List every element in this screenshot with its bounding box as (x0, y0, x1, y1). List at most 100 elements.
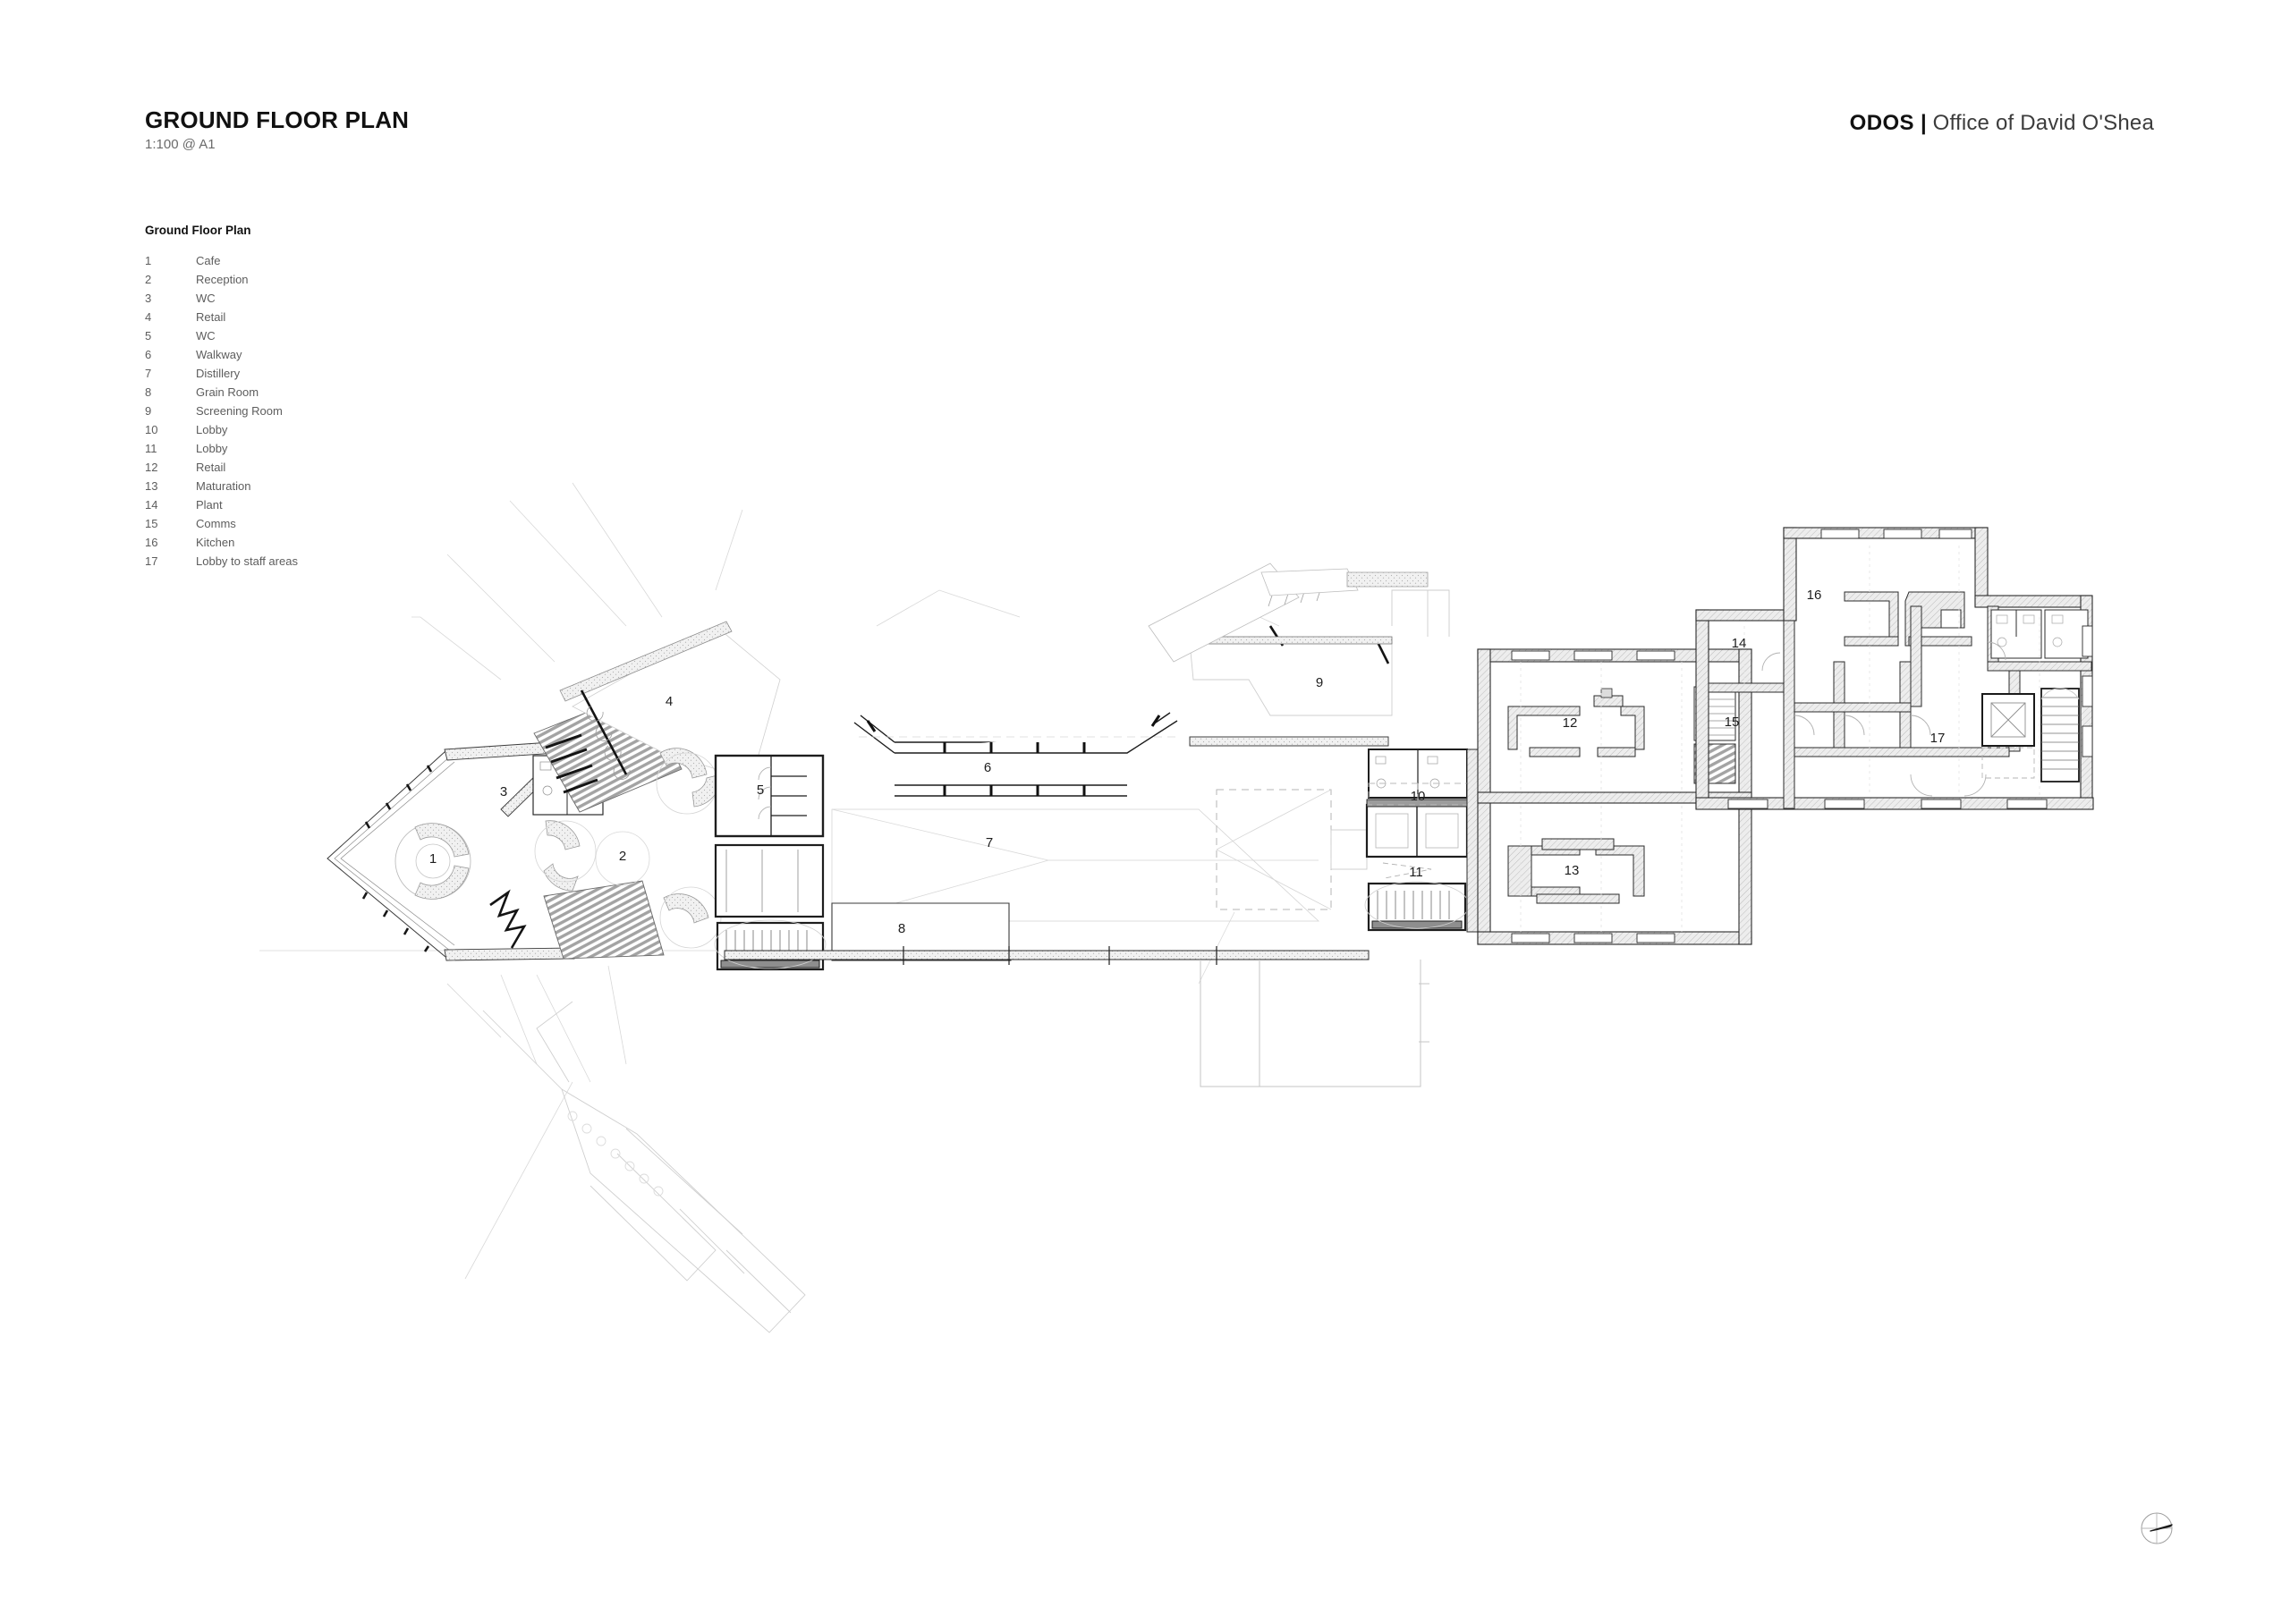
room-label: Distillery (196, 367, 241, 380)
room-marker: 12 (1563, 715, 1578, 731)
room-marker: 6 (984, 760, 991, 775)
room-label: Walkway (196, 348, 242, 361)
room-number: 17 (145, 554, 158, 568)
room-number: 6 (145, 348, 152, 361)
room-label: Plant (196, 498, 223, 512)
room-label: Comms (196, 517, 236, 530)
room-number: 10 (145, 423, 158, 436)
north-arrow-icon (2136, 1508, 2177, 1549)
door-swings-east (1761, 641, 2006, 797)
wc-block-west (532, 755, 604, 816)
room-label: Lobby (196, 442, 228, 455)
room-marker: 7 (986, 835, 993, 850)
room-label: Kitchen (196, 536, 235, 549)
lift-shaft-east (1981, 693, 2035, 779)
room-number: 15 (145, 517, 158, 530)
room-marker: 11 (1409, 865, 1423, 880)
room-number: 8 (145, 385, 152, 399)
room-label: Reception (196, 273, 249, 286)
room-label: Maturation (196, 479, 251, 493)
screening-access-stair (1148, 562, 1429, 663)
rooflight-void-dashed (1216, 789, 1332, 910)
room-schedule-heading: Ground Floor Plan (145, 224, 251, 237)
room-label: Retail (196, 461, 226, 474)
list-item: 7 Distillery (145, 364, 298, 383)
list-item: 6 Walkway (145, 345, 298, 364)
page-scale: 1:100 @ A1 (145, 136, 216, 152)
page-title: GROUND FLOOR PLAN (145, 106, 410, 133)
wc-door-swings (758, 766, 772, 820)
screening-window-band (1189, 736, 1389, 747)
room-marker: 5 (757, 782, 764, 798)
maturation-racks (1507, 838, 1645, 904)
list-item: 2 Reception (145, 270, 298, 289)
room-number: 7 (145, 367, 152, 380)
lift-cores (1365, 799, 1469, 859)
logo-wordmark: ODOS (1849, 111, 1914, 135)
reception-stone-arcs (534, 748, 722, 949)
screening-room (1148, 562, 1429, 747)
room-marker: 10 (1411, 789, 1426, 804)
room-number: 14 (145, 498, 158, 512)
studio-logo: ODOS | Office of David O'Shea (1850, 111, 2154, 136)
grain-room (831, 902, 1012, 961)
room-marker: 3 (500, 784, 507, 799)
room-label: WC (196, 292, 216, 305)
room-marker: 1 (429, 851, 437, 867)
room-marker: 13 (1565, 863, 1580, 878)
room-marker: 17 (1930, 731, 1946, 746)
lobby-core (1364, 749, 1480, 933)
retail-counter (1507, 695, 1645, 757)
cafe-glazed-facade (327, 750, 573, 958)
south-long-wall (724, 946, 1370, 965)
lobby-stair (1364, 862, 1470, 932)
cafe-bar-counter (394, 823, 471, 900)
room-label: Retail (196, 310, 226, 324)
walkway-balustrade-posts (866, 715, 1161, 796)
room-marker: 14 (1732, 636, 1747, 651)
room-number: 13 (145, 479, 158, 493)
cafe-facade-mullions (361, 765, 433, 952)
room-marker: 9 (1316, 675, 1323, 690)
retail-seating (586, 706, 631, 780)
room-label: WC (196, 329, 216, 343)
entry-stair-south (489, 880, 665, 960)
logo-divider: | (1920, 111, 1927, 135)
entry-stair-north (533, 689, 683, 813)
north-service-extension (1391, 589, 1450, 637)
east-stair (2040, 688, 2080, 782)
list-item: 15 Comms (145, 514, 298, 533)
historic-block-west (1477, 648, 1752, 945)
west-pavilion-walls (444, 741, 591, 961)
room-number: 2 (145, 273, 152, 286)
room-marker: 8 (898, 921, 905, 936)
list-item: 14 Plant (145, 495, 298, 514)
room-marker: 4 (666, 694, 673, 709)
site-context-lines (259, 482, 1280, 1280)
room-marker: 16 (1807, 588, 1822, 603)
room-label: Cafe (196, 254, 221, 267)
west-pavilion (327, 621, 781, 961)
room-label: Lobby (196, 423, 228, 436)
title-block: GROUND FLOOR PLAN 1:100 @ A1 (145, 107, 409, 152)
list-item: 17 Lobby to staff areas (145, 552, 298, 571)
room-label: Screening Room (196, 404, 283, 418)
room-marker: 2 (619, 849, 626, 864)
room-number: 1 (145, 254, 152, 267)
list-item: 13 Maturation (145, 477, 298, 495)
southwest-annex (446, 983, 806, 1333)
glazed-screen (725, 850, 799, 912)
historic-stair (1693, 686, 1736, 784)
room-label: Lobby to staff areas (196, 554, 298, 568)
list-item: 1 Cafe (145, 251, 298, 270)
